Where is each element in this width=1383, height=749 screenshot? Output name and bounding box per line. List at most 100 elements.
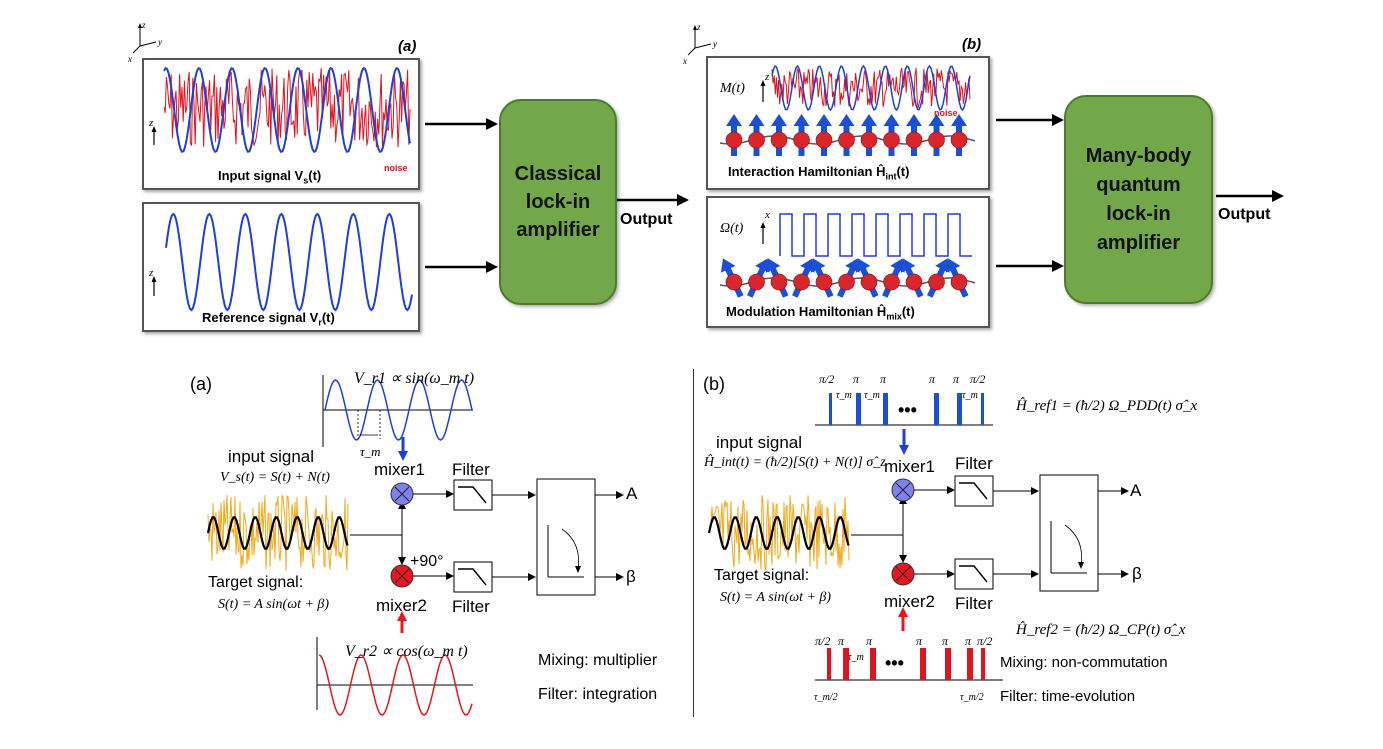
h-ref2-formula: Ĥ_ref2 = (ħ/2) Ω_CP(t) σ̂_x [1016, 622, 1186, 638]
pulse-label-top-1: π [853, 372, 860, 386]
axis-z-label: z [141, 20, 146, 30]
output-arrow-2 [1216, 190, 1284, 202]
spin-icon [838, 114, 855, 156]
mixer1-label: mixer1 [374, 460, 426, 479]
spin-icon [927, 258, 950, 298]
panel-b-tag: (b) [962, 36, 982, 53]
axis-x-label: x [128, 54, 132, 64]
br-mixer1-label: mixer1 [884, 457, 936, 476]
br-filter1-label: Filter [955, 454, 993, 473]
svg-text:z: z [696, 22, 701, 32]
spin-icon [765, 258, 789, 298]
input-signal-label: Input signal Vs(t) [218, 168, 322, 186]
interaction-hamiltonian-label: Interaction Hamiltonian Ĥint(t) [728, 164, 910, 182]
mixing-note: Mixing: multiplier [538, 652, 658, 669]
br-output-a-label: A [1130, 481, 1142, 500]
pulse-label-bottom-5: π [965, 634, 972, 648]
pulse-label-top-4: π [953, 372, 960, 386]
interaction-hamiltonian-panel: M(t) z noise Interaction Hamiltonian Ĥin… [706, 56, 990, 190]
pulse-bar [843, 648, 849, 680]
spin-icon [770, 114, 788, 156]
pulse-bar [981, 393, 984, 425]
br-target-signal-text: Target signal: [714, 567, 810, 584]
divider [693, 369, 694, 717]
reference-signal-label: Reference signal Vr(t) [202, 310, 335, 328]
br-mixing-note: Mixing: non-commutation [1000, 654, 1168, 671]
bl-tag: (a) [190, 374, 212, 394]
input-arrows [425, 118, 498, 273]
spin-icon [720, 258, 744, 298]
noise-trace [708, 495, 850, 571]
modulation-hamiltonian-panel: Ω(t) x Modulation Hamiltonian Ĥmix(t) [706, 196, 990, 328]
pulse-bar [967, 648, 973, 680]
spin-icon [793, 114, 810, 156]
br-output-b-label: β [1132, 564, 1142, 583]
output-label-2: Output [1218, 206, 1271, 223]
pulse-label-top-3: π [929, 372, 936, 386]
vr2-formula: V_r2 ∝ cos(ω_m t) [345, 643, 468, 660]
input-signal-plot: z [148, 66, 411, 154]
reference-signal-plot: z [148, 212, 413, 312]
pulse-label-bottom-2: π [866, 634, 873, 648]
br-mixer2-label: mixer2 [884, 592, 936, 611]
pulse-bar [870, 648, 876, 680]
m-t-label: M(t) [719, 81, 745, 96]
pulse-label-bottom-4: π [942, 634, 949, 648]
noise-trace [163, 68, 411, 148]
filter1-label: Filter [452, 460, 490, 479]
output-label-1: Output [620, 211, 673, 228]
spin-icon [883, 114, 900, 156]
tau-half-right: τ_m/2 [960, 692, 984, 703]
ellipsis-top: ••• [898, 400, 917, 420]
vr1-formula: V_r1 ∝ sin(ω_m t) [354, 370, 475, 387]
pulse-bar [957, 393, 962, 425]
filter-note: Filter: integration [538, 686, 658, 703]
input-signal-panel: z noise Input signal Vs(t) [142, 58, 420, 190]
spin-icon [837, 258, 860, 298]
br-tag: (b) [703, 374, 725, 394]
pulse-label-bottom-0: π/2 [815, 634, 831, 648]
pulse-bar [920, 648, 926, 680]
tau-label-bottom: τ_m [848, 652, 864, 663]
spin-icon [810, 258, 834, 298]
svg-text:z: z [764, 71, 770, 83]
spin-icon [815, 114, 833, 156]
output-arrow-1 [617, 194, 689, 206]
pulse-bar [934, 393, 939, 425]
svg-text:x: x [683, 56, 687, 66]
svg-text:y: y [712, 39, 717, 49]
spin-icon [725, 114, 743, 156]
output-b-label: β [626, 567, 636, 586]
br-filter-note: Filter: time-evolution [1000, 688, 1136, 705]
spin-icon [747, 258, 770, 298]
panel-a-tag: (a) [398, 38, 417, 55]
noise-trace [207, 494, 349, 571]
spin-icon [860, 114, 878, 156]
pulse-label-bottom-3: π [916, 634, 923, 648]
pulse-label-top-5: π/2 [970, 372, 986, 386]
noise-trace [771, 67, 971, 108]
spin-icon [855, 258, 879, 298]
spin-icon [928, 114, 945, 156]
spin-icon [792, 258, 815, 298]
output-a-label: A [626, 484, 638, 503]
spin-icon [950, 114, 968, 156]
target-formula: S(t) = A sin(ωt + β) [218, 597, 330, 612]
spin-icon [900, 258, 924, 298]
tau-m-label: τ_m [360, 444, 381, 459]
pulse-label-top-2: π [880, 372, 887, 386]
bl-diagram [206, 375, 624, 716]
pulse-bar [829, 393, 832, 425]
spin-icon [905, 114, 923, 156]
tau-label-top-1: τ_m [864, 390, 880, 401]
noise-label-b: noise [934, 108, 958, 118]
modulation-plot: Ω(t) x [719, 209, 976, 298]
tau-half-left: τ_m/2 [814, 692, 838, 703]
h-ref1-formula: Ĥ_ref1 = (ħ/2) Ω_PDD(t) σ̂_x [1016, 398, 1198, 414]
br-target-formula: S(t) = A sin(ωt + β) [720, 590, 832, 605]
pulse-bar [981, 648, 985, 680]
classical-lock-in-box: Classical lock-in amplifier [499, 99, 617, 305]
tau-label-top-2: τ_m [962, 390, 978, 401]
br-input-signal-text: input signal [716, 433, 803, 452]
spin-icon [882, 258, 905, 298]
